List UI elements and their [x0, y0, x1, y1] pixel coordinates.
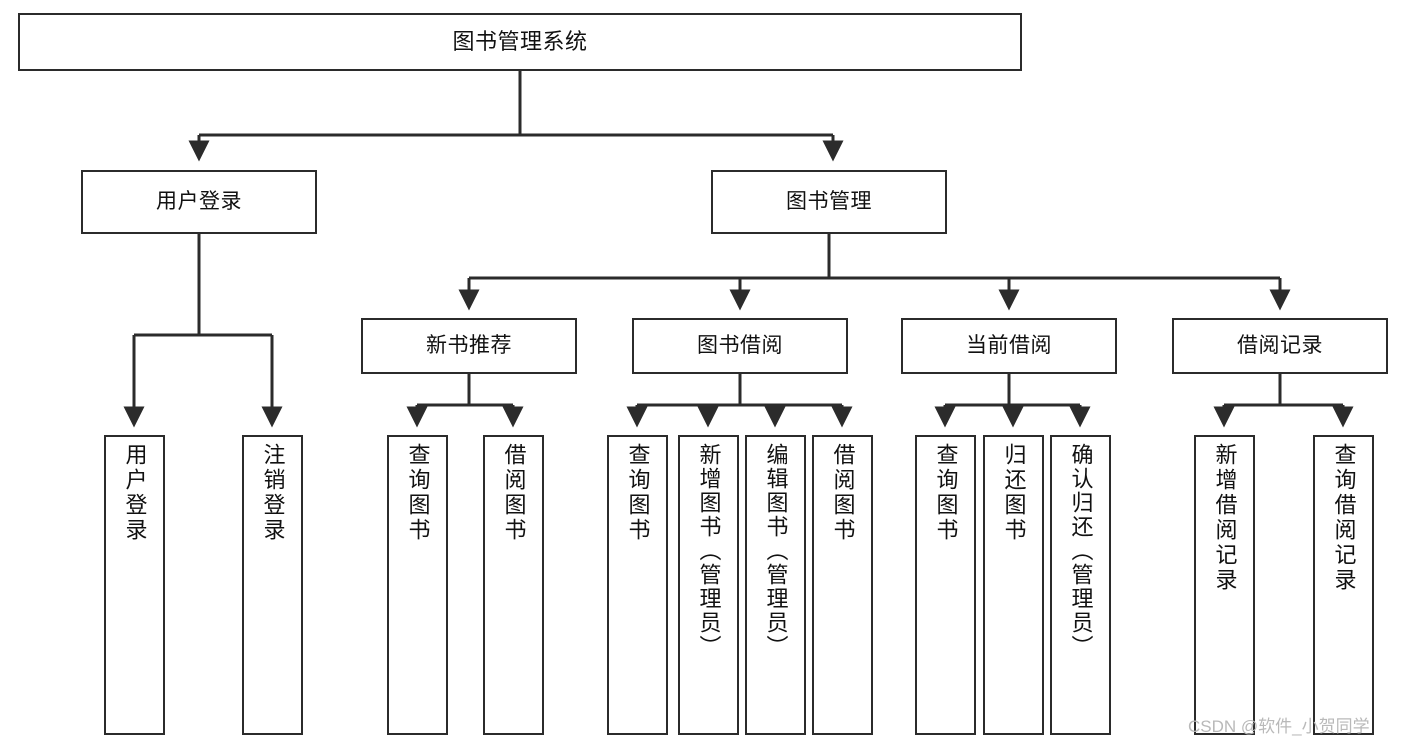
node-label: 注销登录 — [260, 443, 286, 543]
node-label: 新书推荐 — [426, 333, 512, 357]
node-borrow-record[interactable]: 借阅记录 — [1172, 318, 1388, 374]
node-label: 确认归还（管理员） — [1068, 443, 1094, 659]
node-label: 借阅记录 — [1237, 333, 1323, 357]
node-label: 新增图书（管理员） — [696, 443, 722, 659]
node-label: 查询借阅记录 — [1331, 443, 1357, 593]
node-label: 查询图书 — [933, 443, 959, 543]
node-new-book-recommend[interactable]: 新书推荐 — [361, 318, 577, 374]
csdn-watermark: CSDN @软件_小贺同学 — [1188, 717, 1370, 736]
node-book-manage[interactable]: 图书管理 — [711, 170, 947, 234]
node-user-login[interactable]: 用户登录 — [81, 170, 317, 234]
node-leaf-edit-book[interactable]: 编辑图书（管理员） — [745, 435, 806, 735]
node-leaf-query-book-1[interactable]: 查询图书 — [387, 435, 448, 735]
node-label: 图书管理 — [786, 189, 872, 213]
node-label: 编辑图书（管理员） — [763, 443, 789, 659]
node-label: 当前借阅 — [966, 333, 1052, 357]
node-label: 查询图书 — [625, 443, 651, 543]
node-leaf-user-login[interactable]: 用户登录 — [104, 435, 165, 735]
node-leaf-confirm-return[interactable]: 确认归还（管理员） — [1050, 435, 1111, 735]
node-leaf-logout[interactable]: 注销登录 — [242, 435, 303, 735]
node-label: 借阅图书 — [501, 443, 527, 543]
node-leaf-add-record[interactable]: 新增借阅记录 — [1194, 435, 1255, 735]
node-label: 归还图书 — [1001, 443, 1027, 543]
node-book-borrow[interactable]: 图书借阅 — [632, 318, 848, 374]
node-leaf-query-book-3[interactable]: 查询图书 — [915, 435, 976, 735]
node-label: 借阅图书 — [830, 443, 856, 543]
node-label: 图书管理系统 — [452, 29, 588, 55]
node-label: 新增借阅记录 — [1212, 443, 1238, 593]
node-leaf-return-book[interactable]: 归还图书 — [983, 435, 1044, 735]
node-leaf-query-book-2[interactable]: 查询图书 — [607, 435, 668, 735]
node-leaf-borrow-book-1[interactable]: 借阅图书 — [483, 435, 544, 735]
node-label: 用户登录 — [156, 189, 242, 213]
node-leaf-add-book[interactable]: 新增图书（管理员） — [678, 435, 739, 735]
node-current-borrow[interactable]: 当前借阅 — [901, 318, 1117, 374]
node-label: 图书借阅 — [697, 333, 783, 357]
node-leaf-borrow-book-2[interactable]: 借阅图书 — [812, 435, 873, 735]
node-label: 用户登录 — [122, 443, 148, 543]
node-leaf-query-record[interactable]: 查询借阅记录 — [1313, 435, 1374, 735]
node-label: 查询图书 — [405, 443, 431, 543]
node-root-system[interactable]: 图书管理系统 — [18, 13, 1022, 71]
